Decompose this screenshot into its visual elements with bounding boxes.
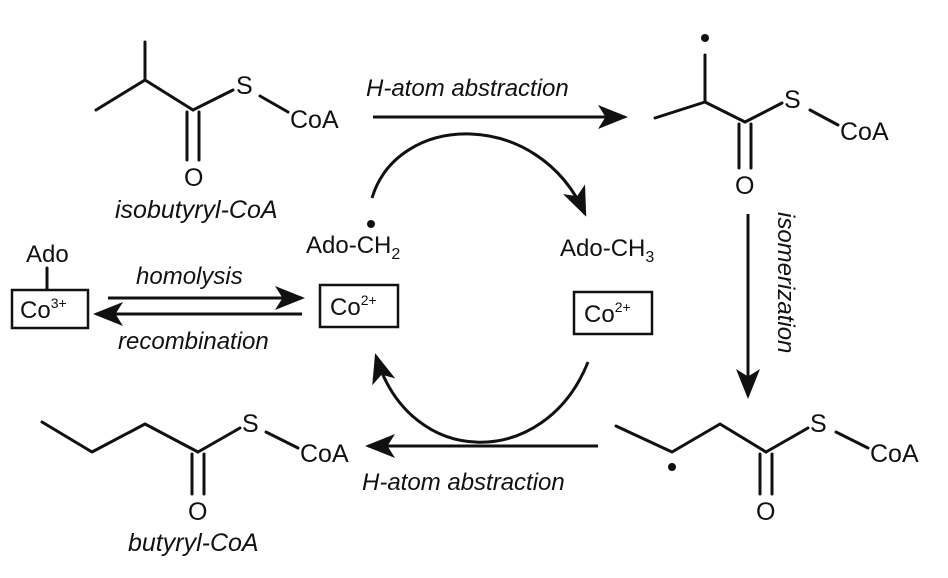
co3-label: Co3+ xyxy=(20,295,67,324)
oxygen-atom: O xyxy=(735,172,754,200)
h-abstraction-label-top: H-atom abstraction xyxy=(366,75,569,102)
co3-box xyxy=(10,288,90,330)
sulfur-atom: S xyxy=(236,72,253,100)
oxygen-atom: O xyxy=(184,164,203,192)
ado-ch2-radical: Ado-CH2 xyxy=(306,220,400,263)
butyryl-coa-structure: S CoA O butyryl-CoA xyxy=(40,410,349,557)
radical-intermediate-bottom: S CoA O xyxy=(614,410,919,526)
isomerization-label: isomerization xyxy=(772,212,799,353)
coa-group: CoA xyxy=(840,118,889,146)
coa-group: CoA xyxy=(300,440,349,468)
oxygen-atom: O xyxy=(188,498,207,526)
cycle-arc-bottom xyxy=(372,353,590,444)
ado-label: Ado xyxy=(26,241,69,268)
ado-ch2-label: Ado-CH2 xyxy=(306,232,400,263)
recombination-label: recombination xyxy=(118,328,269,355)
coa-group: CoA xyxy=(870,440,919,468)
homolysis-label: homolysis xyxy=(136,263,243,290)
h-abstraction-label-bottom: H-atom abstraction xyxy=(362,469,565,496)
cycle-arc-top xyxy=(370,132,587,217)
co2-box-right xyxy=(572,290,654,336)
radical-dot xyxy=(668,463,676,471)
butyryl-coa-label: butyryl-CoA xyxy=(128,529,259,557)
isobutyryl-coa-structure: S CoA O isobutyryl-CoA xyxy=(94,40,339,224)
radical-dot xyxy=(701,34,709,42)
sulfur-atom: S xyxy=(242,410,259,438)
co2-label-left: Co2+ xyxy=(330,292,377,321)
oxygen-atom: O xyxy=(756,498,775,526)
radical-intermediate-top: S CoA O xyxy=(653,34,889,200)
co2-box-left xyxy=(318,283,400,329)
coa-group: CoA xyxy=(290,106,339,134)
sulfur-atom: S xyxy=(810,410,827,438)
sulfur-atom: S xyxy=(784,86,801,114)
radical-dot xyxy=(367,220,375,228)
co2-label-right: Co2+ xyxy=(584,299,631,328)
isobutyryl-coa-label: isobutyryl-CoA xyxy=(115,196,278,224)
ado-ch3-label: Ado-CH3 xyxy=(560,235,654,266)
